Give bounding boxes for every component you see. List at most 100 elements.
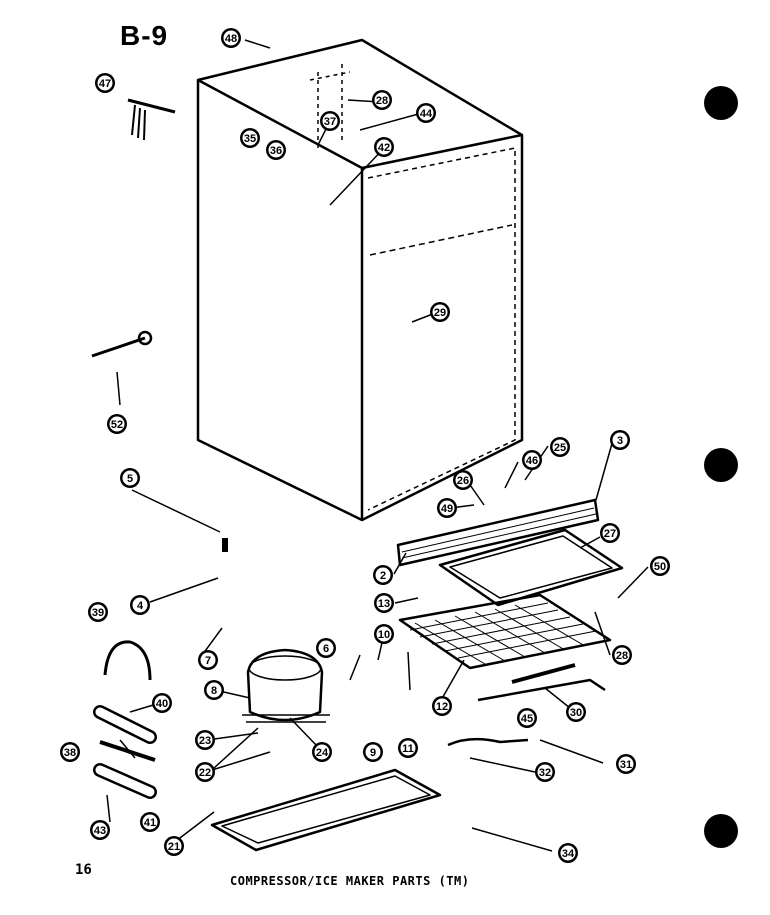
callout-13: 13: [374, 593, 394, 613]
callout-label: 8: [211, 685, 217, 697]
callout-21: 21: [164, 836, 184, 856]
callout-label: 27: [604, 528, 616, 540]
rod-45: [511, 663, 576, 684]
callout-37: 37: [320, 111, 340, 131]
callout-25: 25: [550, 437, 570, 457]
condenser: [398, 593, 612, 670]
callout-label: 12: [436, 701, 448, 713]
callout-40: 40: [152, 693, 172, 713]
callout-49: 49: [437, 498, 457, 518]
base-plate: [210, 768, 442, 852]
callout-label: 31: [620, 759, 632, 771]
callout-8: 8: [204, 680, 224, 700]
valve-47: [127, 98, 176, 114]
callout-23: 23: [195, 730, 215, 750]
callout-43: 43: [90, 820, 110, 840]
callout-6: 6: [316, 638, 336, 658]
callout-label: 11: [402, 743, 414, 755]
callout-31: 31: [616, 754, 636, 774]
callout-label: 47: [99, 78, 111, 90]
callout-11: 11: [398, 738, 418, 758]
callout-label: 34: [562, 848, 575, 860]
callout-label: 3: [617, 435, 623, 447]
callout-35: 35: [240, 128, 260, 148]
callout-label: 5: [127, 473, 133, 485]
page-title: B-9: [120, 20, 169, 51]
callout-label: 28: [376, 95, 388, 107]
callout-label: 2: [380, 570, 386, 582]
callout-label: 41: [144, 817, 156, 829]
callout-label: 29: [434, 307, 446, 319]
callout-22: 22: [195, 762, 215, 782]
callout-label: 44: [420, 108, 433, 120]
callout-29: 29: [430, 302, 450, 322]
callout-45: 45: [517, 708, 537, 728]
callout-label: 32: [539, 767, 551, 779]
callout-label: 9: [370, 747, 376, 759]
callout-32: 32: [535, 762, 555, 782]
binder-hole: [704, 86, 738, 120]
binder-hole: [704, 448, 738, 482]
callout-28: 28: [372, 90, 392, 110]
callout-label: 6: [323, 643, 329, 655]
callout-50: 50: [650, 556, 670, 576]
callout-52: 52: [107, 414, 127, 434]
callout-label: 49: [441, 503, 453, 515]
rear-grille: [396, 498, 600, 567]
page-caption: COMPRESSOR/ICE MAKER PARTS (TM): [230, 874, 470, 888]
callout-41: 41: [140, 812, 160, 832]
callout-label: 30: [570, 707, 582, 719]
drain-pan: [438, 528, 624, 607]
callout-label: 37: [324, 116, 336, 128]
callout-4: 4: [130, 595, 150, 615]
callout-label: 7: [205, 655, 211, 667]
callout-42: 42: [374, 137, 394, 157]
callout-44: 44: [416, 103, 436, 123]
callout-label: 52: [111, 419, 123, 431]
callout-label: 38: [64, 747, 76, 759]
callout-48: 48: [221, 28, 241, 48]
callout-34: 34: [558, 843, 578, 863]
callout-label: 25: [554, 442, 566, 454]
cabinet-body: [196, 38, 524, 522]
callout-label: 24: [316, 747, 329, 759]
callout-10: 10: [374, 624, 394, 644]
callout-label: 26: [457, 475, 469, 487]
callout-label: 28: [616, 650, 628, 662]
callout-9: 9: [363, 742, 383, 762]
callout-36: 36: [266, 140, 286, 160]
callout-label: 22: [199, 767, 211, 779]
callout-label: 43: [94, 825, 106, 837]
callout-26: 26: [453, 470, 473, 490]
page-number: 16: [75, 862, 92, 878]
callout-label: 45: [521, 713, 533, 725]
cabinet-top-edge: [361, 133, 523, 170]
callout-46: 46: [522, 450, 542, 470]
binder-hole: [704, 814, 738, 848]
callout-24: 24: [312, 742, 332, 762]
line-30: [477, 678, 606, 702]
callout-27: 27: [600, 523, 620, 543]
callout-label: 39: [92, 607, 104, 619]
callout-5: 5: [120, 468, 140, 488]
callout-2: 2: [373, 565, 393, 585]
callout-label: 48: [225, 33, 237, 45]
compressor: [246, 648, 324, 722]
callout-39: 39: [88, 602, 108, 622]
callout-label: 50: [654, 561, 666, 573]
callout-label: 42: [378, 142, 390, 154]
callout-label: 46: [526, 455, 538, 467]
callout-label: 40: [156, 698, 168, 710]
callout-38: 38: [60, 742, 80, 762]
callout-47: 47: [95, 73, 115, 93]
callout-label: 13: [378, 598, 390, 610]
callout-label: 10: [378, 629, 390, 641]
callout-7: 7: [198, 650, 218, 670]
callout-label: 4: [137, 600, 144, 612]
callout-28: 28: [612, 645, 632, 665]
callout-3: 3: [610, 430, 630, 450]
cap-38: [99, 740, 156, 762]
tube-39: [103, 640, 152, 681]
